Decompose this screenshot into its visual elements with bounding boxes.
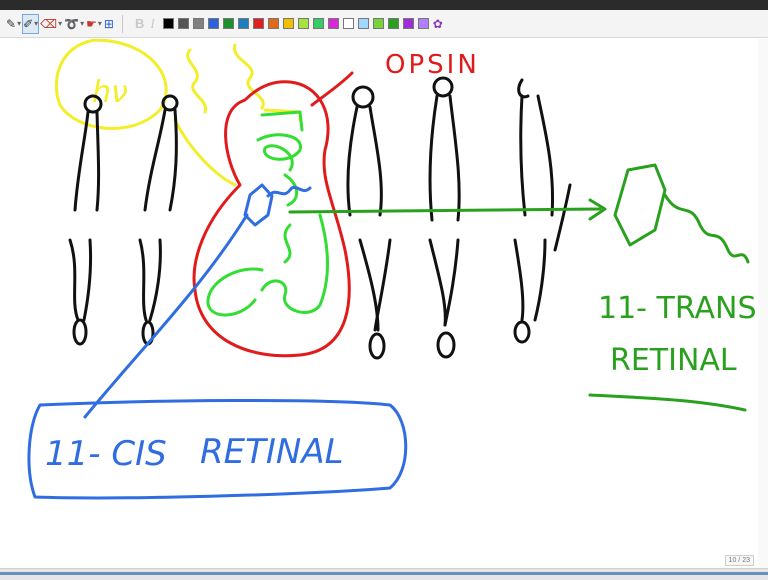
color-swatch[interactable]: [237, 18, 249, 29]
color-swatch[interactable]: [402, 18, 414, 29]
color-swatch[interactable]: [207, 18, 219, 29]
opsin-protein-outline: [192, 71, 354, 358]
color-swatch[interactable]: [222, 18, 234, 29]
highlighter-icon[interactable]: ✐▾: [22, 13, 40, 34]
cis-retinal-label-1: 11- CIS: [45, 434, 167, 474]
color-swatch[interactable]: [252, 18, 264, 29]
color-swatch[interactable]: [192, 18, 204, 29]
palette-icon[interactable]: ✿: [432, 16, 443, 31]
insert-space-icon[interactable]: ⊞: [103, 16, 114, 31]
cis-retinal-box: [27, 398, 408, 500]
eraser-icon[interactable]: ⌫▾: [40, 16, 63, 31]
color-swatch[interactable]: [162, 18, 174, 29]
color-swatch[interactable]: [372, 18, 384, 29]
color-swatch[interactable]: [312, 18, 324, 29]
color-swatch[interactable]: [297, 18, 309, 29]
color-swatch[interactable]: [342, 18, 354, 29]
hv-label: hν: [92, 75, 128, 110]
pointer-icon[interactable]: ☛▾: [86, 16, 102, 31]
whiteboard-canvas[interactable]: hν OPSIN: [0, 39, 768, 569]
isomerization-arrow: [288, 198, 607, 221]
cis-retinal-drawing: [83, 183, 312, 419]
toolbar: ✎▾ ✐▾ ⌫▾ ➰▾ ☛▾ ⊞ B I ✿: [0, 10, 768, 38]
window-title-strip: [0, 0, 768, 10]
color-swatch[interactable]: [417, 18, 429, 29]
color-swatch[interactable]: [282, 18, 294, 29]
color-swatch[interactable]: [267, 18, 279, 29]
trans-retinal-drawing: [588, 163, 750, 412]
trans-retinal-label-1: 11- TRANS: [598, 291, 757, 326]
cis-retinal-label-2: RETINAL: [200, 432, 344, 472]
opsin-helices: [206, 110, 329, 317]
page-indicator: 10 / 23: [724, 555, 754, 566]
horizontal-scrollbar[interactable]: [0, 568, 768, 580]
toolbar-divider: [121, 14, 123, 33]
color-swatch[interactable]: [357, 18, 369, 29]
pen-icon[interactable]: ✎▾: [6, 16, 22, 31]
lasso-icon[interactable]: ➰▾: [64, 16, 85, 31]
color-swatch[interactable]: [177, 18, 189, 29]
color-palette: [162, 18, 433, 29]
italic-button[interactable]: I: [150, 15, 155, 31]
vertical-scrollbar[interactable]: [758, 39, 768, 569]
opsin-label: OPSIN: [385, 50, 480, 80]
color-swatch[interactable]: [327, 18, 339, 29]
membrane-lipids: [68, 76, 572, 360]
bold-button[interactable]: B: [134, 16, 145, 31]
trans-retinal-label-2: RETINAL: [610, 343, 737, 378]
color-swatch[interactable]: [387, 18, 399, 29]
